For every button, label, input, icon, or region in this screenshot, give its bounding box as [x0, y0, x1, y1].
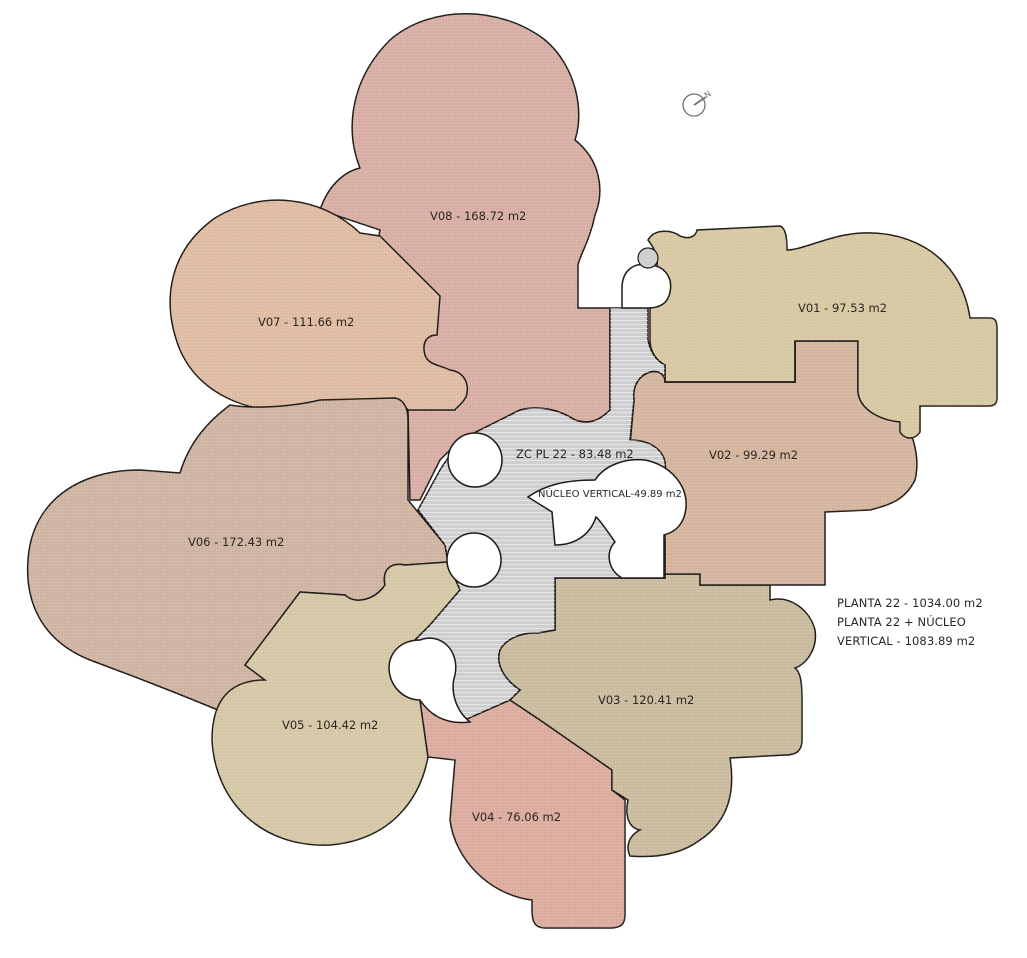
north-arrow-icon: N — [682, 89, 713, 117]
unit-v04[interactable] — [418, 697, 626, 929]
summary-line-1: PLANTA 22 - 1034.00 m2 — [837, 596, 983, 610]
vertical-core[interactable] — [526, 458, 687, 579]
north-letter: N — [703, 89, 713, 100]
label-v03: V03 - 120.41 m2 — [598, 693, 694, 707]
label-vertical-core: NÚCLEO VERTICAL-49.89 m2 — [538, 487, 682, 500]
label-v06: V06 - 172.43 m2 — [188, 535, 284, 549]
unit-v05[interactable] — [211, 561, 461, 846]
label-v02: V02 - 99.29 m2 — [709, 448, 798, 462]
label-v07: V07 - 111.66 m2 — [258, 315, 354, 329]
shaft-voids — [388, 247, 672, 724]
label-v04: V04 - 76.06 m2 — [472, 810, 561, 824]
label-v01: V01 - 97.53 m2 — [798, 301, 887, 315]
floor-summary: PLANTA 22 - 1034.00 m2 PLANTA 22 + NÚCLE… — [837, 594, 983, 651]
unit-v07[interactable] — [169, 199, 469, 412]
summary-line-2: PLANTA 22 + NÚCLEO — [837, 615, 966, 629]
unit-v06[interactable] — [26, 397, 449, 716]
label-v05: V05 - 104.42 m2 — [282, 718, 378, 732]
summary-line-3: VERTICAL - 1083.89 m2 — [837, 634, 976, 648]
unit-v01[interactable] — [647, 225, 998, 439]
label-common-zone: ZC PL 22 - 83.48 m2 — [516, 447, 634, 461]
label-v08: V08 - 168.72 m2 — [430, 209, 526, 223]
